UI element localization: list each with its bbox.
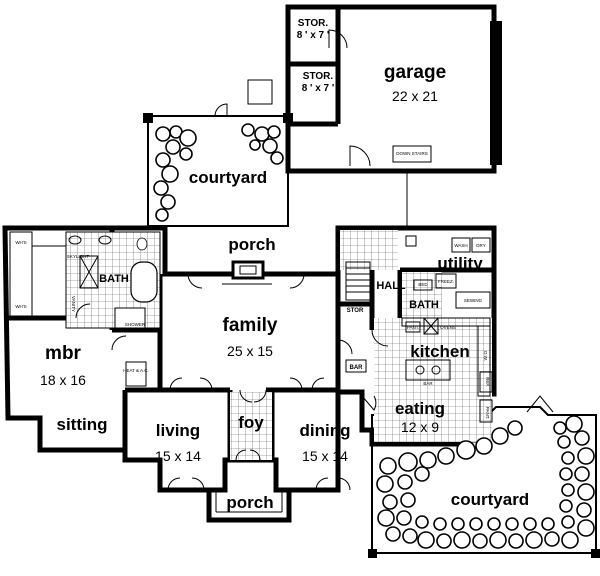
utility-label: utility (437, 254, 483, 273)
whs-top-label: WH'S (15, 240, 26, 245)
ref-label: REF. (485, 377, 490, 387)
pantry-1-label: PANT. (407, 325, 419, 330)
porch-top-label: porch (228, 235, 275, 254)
courtyard-top (143, 103, 293, 227)
pantry-2-label: PANT. (485, 407, 490, 419)
dining-label: dining (300, 421, 351, 440)
stor-mid-size: 8 ' x 7 ' (302, 83, 335, 94)
foy-label: foy (238, 413, 264, 432)
freez-label: FREEZ. (438, 279, 454, 284)
eating-size: 12 x 9 (401, 419, 439, 435)
down-stairs-label: DOWN STAIRS (396, 151, 427, 156)
family-label: family (223, 315, 278, 336)
ovens-label: OVENS (440, 325, 456, 330)
garage-size: 22 x 21 (392, 88, 438, 104)
master-suite (8, 228, 163, 460)
whs-bottom-label: WH'S (15, 304, 26, 309)
stor-top-size: 8 ' x 7 ' (297, 30, 330, 41)
sitting-label: sitting (57, 415, 108, 434)
vanity-label: VANITY (71, 296, 76, 312)
bar-right-label: BAR (423, 381, 433, 386)
sewing-label: SEWING (464, 298, 483, 303)
bar-left-label: BAR (350, 365, 364, 371)
dry-label: DRY (476, 243, 485, 248)
heat-ac-label: HEAT & A.C. (123, 368, 149, 373)
bath-hall-label: BATH (409, 299, 439, 311)
living-size: 15 x 14 (155, 448, 201, 464)
stor-small-label: STOR (347, 308, 364, 314)
garage-label: garage (384, 62, 446, 83)
porch-bottom-label: porch (226, 493, 273, 512)
living-label: living (156, 421, 200, 440)
garage-block (247, 4, 502, 226)
courtyard-bottom-label: courtyard (451, 490, 529, 509)
dw-label: D.W. (483, 351, 488, 361)
stor-mid-label: STOR. (303, 71, 334, 82)
fixture-labels: WH'S WH'S SKYLIGHT VANITY SHOWER HEAT & … (15, 151, 490, 419)
shrubs-top (153, 123, 284, 222)
eating-label: eating (395, 399, 445, 418)
bed-label: BED (418, 282, 428, 287)
hall-label: HALL (376, 280, 406, 292)
mbr-label: mbr (45, 343, 82, 364)
mbr-size: 18 x 16 (40, 372, 86, 388)
dining-size: 15 x 14 (302, 448, 348, 464)
courtyard-top-label: courtyard (189, 168, 267, 187)
wash-label: WASH (454, 243, 467, 248)
main-doors (60, 260, 351, 491)
bath-master-label: BATH (99, 273, 129, 285)
skylight-label: SKYLIGHT (67, 254, 90, 259)
kitchen-label: kitchen (410, 342, 470, 361)
shower-label: SHOWER (125, 322, 146, 327)
kitchen-details (337, 235, 493, 423)
family-size: 25 x 15 (227, 343, 273, 359)
shrubs-bottom (376, 415, 595, 549)
room-labels: garage 22 x 21 STOR. 8 ' x 7 ' STOR. 8 '… (40, 18, 529, 512)
stor-top-label: STOR. (298, 18, 329, 29)
